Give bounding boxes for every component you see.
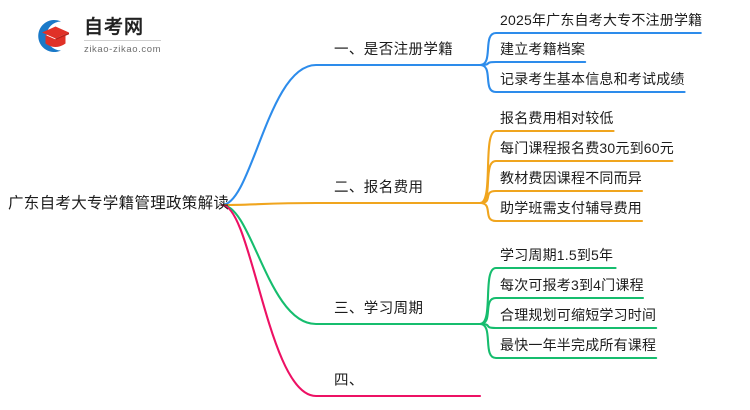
leaf-label-2-2[interactable]: 每门课程报名费30元到60元 bbox=[500, 140, 674, 156]
leaf-label-1-2[interactable]: 建立考籍档案 bbox=[500, 41, 586, 57]
logo-domain: zikao-zikao.com bbox=[84, 43, 162, 55]
graduation-cap-icon bbox=[30, 13, 76, 59]
leaf-label-2-3[interactable]: 教材费因课程不同而异 bbox=[500, 170, 642, 186]
leaf-label-2-4[interactable]: 助学班需支付辅导费用 bbox=[500, 200, 642, 216]
logo-title: 自考网 bbox=[84, 17, 162, 41]
root-node-label[interactable]: 广东自考大专学籍管理政策解读 bbox=[8, 195, 230, 212]
leaf-label-3-4[interactable]: 最快一年半完成所有课程 bbox=[500, 337, 657, 353]
branch-label-2[interactable]: 二、报名费用 bbox=[334, 180, 424, 196]
mindmap-edges bbox=[220, 31, 702, 398]
leaf-label-3-2[interactable]: 每次可报考3到4门课程 bbox=[500, 277, 644, 293]
branch-label-4[interactable]: 四、 bbox=[334, 373, 364, 389]
leaf-label-1-3[interactable]: 记录考生基本信息和考试成绩 bbox=[500, 71, 685, 87]
leaf-label-3-1[interactable]: 学习周期1.5到5年 bbox=[500, 247, 614, 263]
leaf-label-2-1[interactable]: 报名费用相对较低 bbox=[500, 110, 614, 126]
leaf-label-1-1[interactable]: 2025年广东自考大专不注册学籍 bbox=[500, 12, 703, 28]
branch-label-3[interactable]: 三、学习周期 bbox=[334, 301, 424, 317]
leaf-label-3-3[interactable]: 合理规划可缩短学习时间 bbox=[500, 307, 657, 323]
branch-label-1[interactable]: 一、是否注册学籍 bbox=[334, 42, 454, 58]
site-logo: 自考网 zikao-zikao.com bbox=[30, 12, 230, 60]
